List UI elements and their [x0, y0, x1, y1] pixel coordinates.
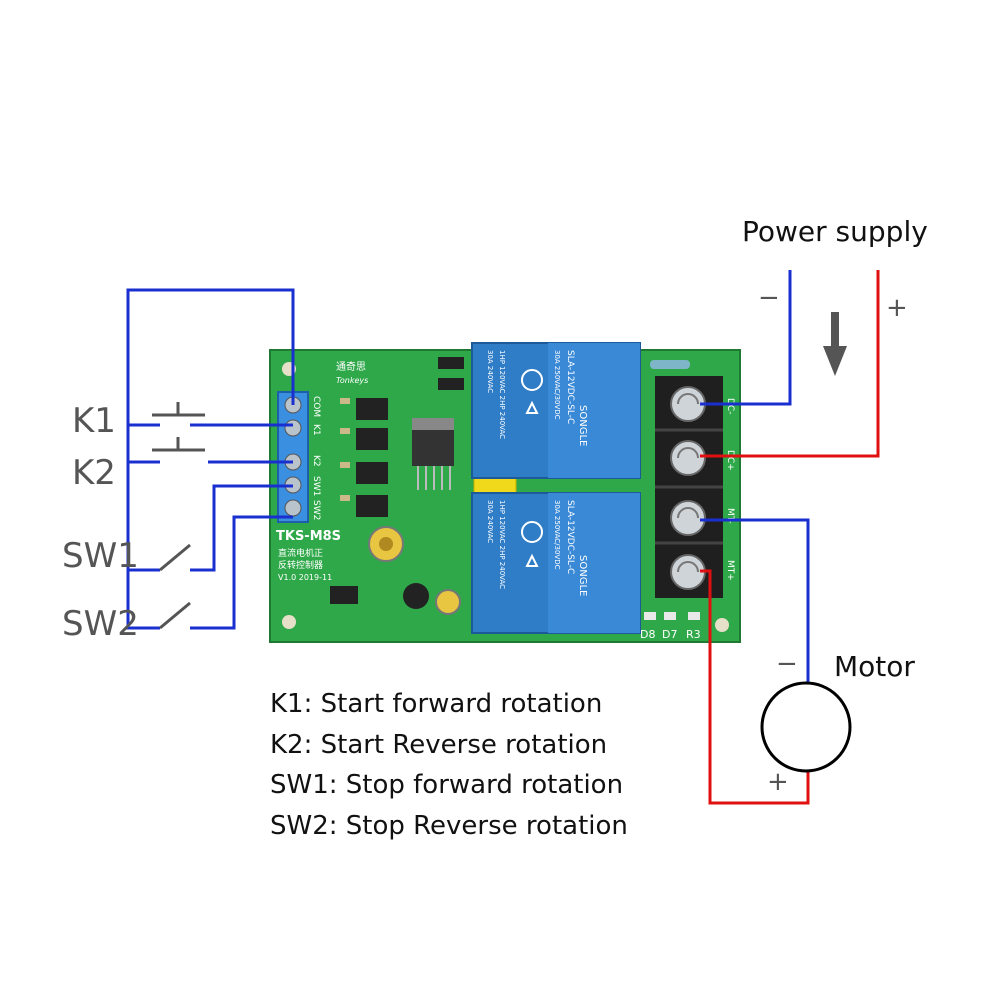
legend-k2: K2: Start Reverse rotation [270, 729, 608, 760]
relay-2-brand: SONGLE [577, 555, 588, 596]
switch-symbols [152, 402, 205, 630]
board-title-cn-1: 直流电机正 [278, 547, 323, 559]
power-terminal-block [655, 376, 723, 598]
term-label-k1: K1 [311, 424, 321, 436]
mounting-hole [715, 618, 729, 632]
term-label-mt-minus: MT- [725, 508, 735, 524]
label-sw1: SW1 [62, 536, 139, 576]
led [644, 612, 656, 620]
term-label-dc-plus: DC+ [725, 450, 735, 471]
relay-1-model: SLA-12VDC-SL-C [565, 350, 575, 424]
label-sw2: SW2 [62, 604, 139, 644]
board-brand: Tonkeys [336, 376, 368, 385]
motor-plus-sign: + [767, 767, 789, 797]
motor-minus-sign: − [776, 649, 798, 679]
label-k1: K1 [72, 401, 116, 441]
label-d7: D7 [662, 628, 677, 641]
input-terminal-block [277, 391, 309, 523]
com-wire [126, 288, 295, 630]
led [688, 612, 700, 620]
term-label-k2: K2 [311, 455, 321, 467]
board-version: V1.0 2019-11 [278, 573, 332, 582]
term-label-mt-plus: MT+ [725, 560, 735, 581]
relay-2 [471, 492, 641, 634]
power-minus-sign: − [758, 283, 780, 313]
relay-1 [471, 342, 641, 479]
inductor [403, 583, 429, 609]
term-label-sw1: SW1 [311, 476, 321, 496]
motor-icon [760, 681, 852, 773]
relay-2-spec-2: 1HP 120VAC 2HP 240VAC [498, 500, 506, 589]
screw-mt-minus [670, 500, 706, 536]
term-label-com: COM [311, 396, 321, 417]
sw1-wire [190, 484, 293, 572]
relay-2-model: SLA-12VDC-SL-C [565, 500, 575, 574]
optocoupler [356, 495, 388, 517]
board-model: TKS-M8S [276, 529, 341, 544]
term-label-sw2: SW2 [311, 500, 321, 520]
label-d8: D8 [640, 628, 655, 641]
relay-1-spec-2: 1HP 120VAC 2HP 240VAC [498, 350, 506, 439]
label-motor: Motor [834, 650, 915, 683]
relay-2-spec-3: 30A 240VAC [486, 500, 494, 543]
board-brand-cn: 通奇思 [336, 360, 366, 373]
power-positive-wire [700, 270, 880, 458]
sw2-wire [190, 515, 293, 630]
ic-chip [330, 586, 358, 604]
power-negative-wire [700, 270, 792, 406]
legend-sw2: SW2: Stop Reverse rotation [270, 810, 628, 841]
resistor [650, 360, 690, 369]
sw2-switch-icon [159, 601, 191, 630]
label-power-supply: Power supply [742, 215, 928, 248]
sw1-switch-icon [159, 543, 191, 572]
screw-mt-plus [670, 554, 706, 590]
screw-dc-plus [670, 440, 706, 476]
screw-dc-minus [670, 386, 706, 422]
mounting-hole [282, 615, 296, 629]
k2-pushbutton-icon [152, 437, 205, 452]
electrolytic-capacitor [435, 589, 461, 615]
label-k2: K2 [72, 453, 116, 493]
relay-1-spec-3: 30A 240VAC [486, 350, 494, 393]
motor-positive-wire [700, 569, 810, 805]
pcb-board: TKS-M8S 直流电机正 反转控制器 V1.0 2019-11 通奇思 Ton… [269, 342, 741, 643]
term-label-dc-minus: DC- [725, 398, 735, 414]
power-plus-sign: + [886, 293, 908, 323]
legend-k1: K1: Start forward rotation [270, 689, 603, 719]
relay-2-spec-1: 30A 250VAC/30VDC [553, 500, 561, 570]
legend: K1: Start forward rotation K2: Start Rev… [270, 684, 628, 846]
optocoupler [356, 428, 388, 450]
led [664, 612, 676, 620]
optocoupler [356, 398, 388, 420]
board-title-cn-2: 反转控制器 [278, 559, 323, 571]
label-r3: R3 [686, 628, 701, 641]
control-wiring [126, 288, 295, 630]
optocoupler [356, 462, 388, 484]
k1-pushbutton-icon [152, 402, 205, 417]
relay-1-spec-1: 30A 250VAC/30VDC [553, 350, 561, 420]
relay-1-brand: SONGLE [577, 405, 588, 446]
down-arrow-icon [823, 312, 847, 376]
legend-sw1: SW1: Stop forward rotation [270, 770, 624, 800]
motor-negative-wire [700, 518, 810, 686]
